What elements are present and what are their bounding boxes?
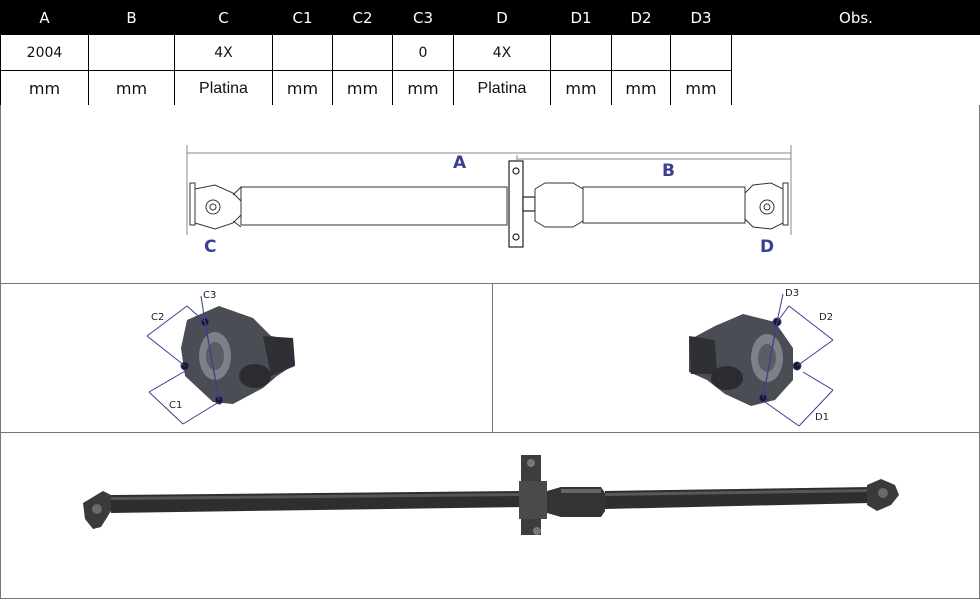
unit-d: Platina xyxy=(453,70,551,107)
values-row: 2004 4X 0 4X xyxy=(0,34,980,107)
unit-d2: mm xyxy=(611,70,671,107)
value-d1 xyxy=(550,34,612,71)
header-c1: C1 xyxy=(272,0,333,35)
value-d3 xyxy=(670,34,732,71)
left-flange-illustration xyxy=(180,306,295,405)
shaft-photo-panel xyxy=(0,432,980,599)
header-obs: Obs. xyxy=(731,0,980,35)
header-b: B xyxy=(88,0,175,35)
d1-extension-top xyxy=(802,371,834,391)
label-d2: D2 xyxy=(819,312,833,323)
left-yoke-drawing xyxy=(189,182,242,230)
unit-a: mm xyxy=(0,70,89,107)
c1-extension-top xyxy=(148,369,188,393)
unit-d3: mm xyxy=(670,70,732,107)
unit-d1: mm xyxy=(550,70,612,107)
header-c: C xyxy=(174,0,273,35)
unit-b: mm xyxy=(88,70,175,107)
value-c3: 0 xyxy=(392,34,454,71)
d3-measure-line xyxy=(762,321,778,399)
d1-dimension-line xyxy=(798,389,834,427)
c2-extension-top xyxy=(186,305,206,323)
label-a: A xyxy=(453,153,467,173)
units-row: mm mm Platina mm mm mm Platina mm mm mm xyxy=(0,70,980,107)
shaft-photo xyxy=(83,455,899,535)
right-yoke-drawing xyxy=(744,182,789,230)
center-bearing-drawing xyxy=(508,160,536,248)
unit-c: Platina xyxy=(174,70,273,107)
value-c2 xyxy=(332,34,393,71)
d2-extension-top xyxy=(776,305,790,323)
d2-extension-bottom xyxy=(796,339,834,367)
value-b xyxy=(88,34,175,71)
label-c: C xyxy=(204,237,216,257)
label-c1: C1 xyxy=(169,400,182,411)
c1-extension-bottom xyxy=(182,401,220,425)
header-d: D xyxy=(453,0,551,35)
d2-dimension-line xyxy=(788,305,834,341)
value-d2 xyxy=(611,34,671,71)
d1-extension-bottom xyxy=(764,401,800,427)
value-d: 4X xyxy=(453,34,551,71)
shaft-diagram-panel: A B C D xyxy=(0,105,980,284)
right-joint-diagram: D3 D2 D1 xyxy=(689,288,834,427)
header-a: A xyxy=(0,0,89,35)
header-d2: D2 xyxy=(611,0,671,35)
label-d3: D3 xyxy=(785,288,799,299)
shaft-photo-illustration xyxy=(83,455,899,535)
c1-dimension-line xyxy=(148,391,184,425)
value-a: 2004 xyxy=(0,34,89,71)
c3-leader-line xyxy=(200,295,206,323)
label-c3: C3 xyxy=(203,290,216,301)
right-joint-panel: D3 D2 D1 xyxy=(492,283,980,433)
label-c2: C2 xyxy=(151,312,164,323)
header-d1: D1 xyxy=(550,0,612,35)
value-obs xyxy=(731,34,980,107)
label-d1: D1 xyxy=(815,412,829,423)
value-c1 xyxy=(272,34,333,71)
c3-measure-line xyxy=(204,321,220,401)
unit-c2: mm xyxy=(332,70,393,107)
front-tube-drawing xyxy=(240,186,508,226)
rear-shaft-drawing xyxy=(534,182,746,228)
label-b: B xyxy=(662,161,675,181)
value-c: 4X xyxy=(174,34,273,71)
header-d3: D3 xyxy=(670,0,732,35)
c2-extension-bottom xyxy=(146,335,186,367)
left-joint-panel: C3 C2 C1 xyxy=(0,283,493,433)
unit-c1: mm xyxy=(272,70,333,107)
c2-dimension-line xyxy=(146,305,188,337)
header-c3: C3 xyxy=(392,0,454,35)
header-row: A B C C1 C2 C3 D D1 D2 D3 Obs. xyxy=(0,0,980,35)
unit-c3: mm xyxy=(392,70,454,107)
shaft-diagram: A B C D xyxy=(186,145,792,257)
left-joint-diagram: C3 C2 C1 xyxy=(146,290,295,425)
d3-leader-line xyxy=(776,293,784,323)
spec-table: A B C C1 C2 C3 D D1 D2 D3 Obs. 2004 4X 0… xyxy=(0,0,980,107)
label-d: D xyxy=(760,237,774,257)
header-c2: C2 xyxy=(332,0,393,35)
right-flange-illustration xyxy=(689,314,802,406)
